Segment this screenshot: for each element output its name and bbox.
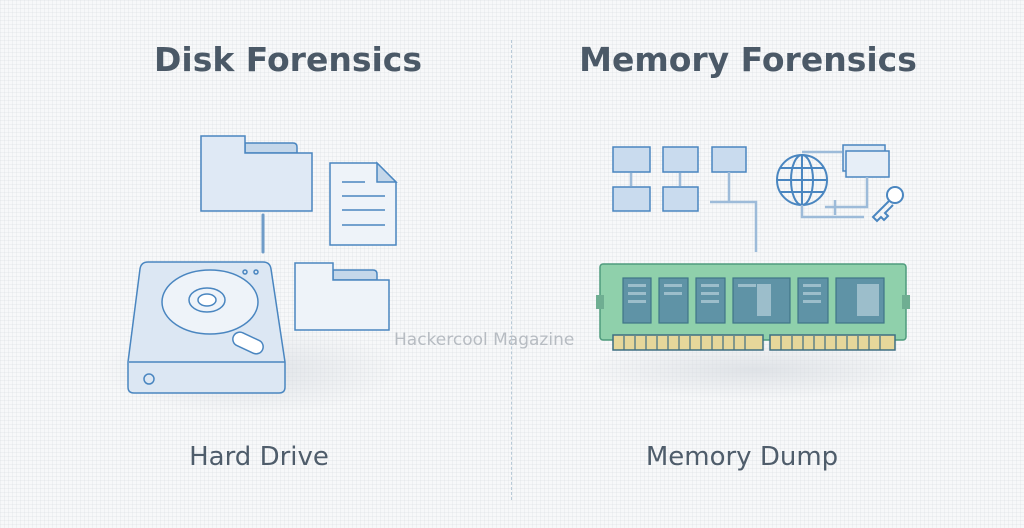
memory-forensics-title: Memory Forensics [579, 40, 917, 79]
document-icon [329, 161, 398, 246]
watermark: Hackercool Magazine [394, 330, 575, 350]
shadow [580, 340, 930, 400]
hard-drive-icon [127, 261, 286, 394]
ram-pins [769, 334, 896, 351]
memory-dump-label: Memory Dump [645, 442, 839, 472]
windows-icon [800, 144, 890, 219]
divider [511, 40, 512, 500]
folder-icon [294, 262, 390, 331]
hard-drive-label: Hard Drive [189, 442, 329, 472]
key-icon [871, 186, 904, 223]
ram-module-icon [596, 263, 910, 351]
disk-forensics-title: Disk Forensics [154, 40, 422, 79]
process-tree-icon [612, 146, 758, 252]
ram-pins [612, 334, 764, 351]
globe-icon [776, 154, 828, 206]
folder-icon [200, 135, 313, 212]
